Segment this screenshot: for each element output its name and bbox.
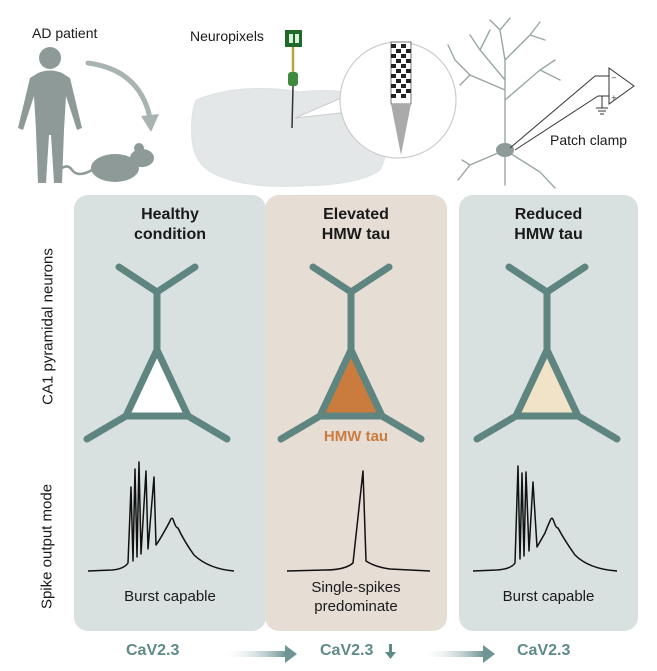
panel-title-line2: condition: [134, 226, 206, 243]
panel-reduced: Reduced HMW tau Burst capable: [459, 195, 638, 631]
human-silhouette-icon: [18, 47, 82, 183]
panel-title: Healthy condition: [74, 205, 266, 245]
panel-title-line1: Elevated: [323, 206, 389, 223]
panel-title: Reduced HMW tau: [459, 205, 638, 245]
neuropixels-label: Neuropixels: [190, 28, 264, 44]
panel-healthy: Healthy condition Burst capable: [74, 195, 266, 631]
output-line2: predominate: [314, 598, 398, 615]
cav-label-2: CaV2.3: [320, 642, 374, 659]
ad-patient-label: AD patient: [32, 25, 98, 41]
panel-title-line2: HMW tau: [514, 226, 583, 243]
svg-text:+: +: [611, 94, 617, 102]
soma-elevated: [316, 346, 386, 420]
hmw-tau-label: HMW tau: [323, 428, 389, 445]
output-line1: Single-spikes: [311, 579, 401, 596]
soma-reduced: [512, 346, 582, 420]
patch-clamp-amplifier-icon: [509, 67, 635, 151]
spike-mode-axis-label: Spike output mode: [38, 483, 56, 610]
output-label: Single-spikes predominate: [265, 578, 447, 616]
neuron-drawing: [447, 17, 561, 189]
output-line1: Burst capable: [502, 588, 595, 605]
cav-label-1: CaV2.3: [126, 642, 180, 659]
cav-label-3: CaV2.3: [517, 642, 571, 659]
mouse-icon: [61, 143, 154, 182]
trace-burst: [87, 461, 235, 572]
output-label: Burst capable: [74, 587, 266, 606]
probe-shank-detail: [390, 41, 412, 155]
neurons-axis-label: CA1 pyramidal neurons: [39, 248, 57, 405]
panel-elevated: Elevated HMW tau HMW tau Single-spikes p…: [265, 195, 447, 631]
soma-healthy: [122, 346, 192, 420]
output-line1: Burst capable: [124, 588, 216, 605]
neuropixels-probe-icon: [285, 30, 302, 129]
patch-clamp-label: Patch clamp: [550, 132, 628, 148]
neuron-diagram-healthy: [83, 263, 235, 572]
panel-title: Elevated HMW tau: [265, 205, 447, 245]
panel-title-line2: HMW tau: [321, 226, 391, 243]
trace-burst: [472, 465, 618, 572]
output-label: Burst capable: [459, 587, 638, 606]
panel-title-line1: Reduced: [514, 206, 583, 223]
trace-single-spike: [286, 470, 431, 572]
transfer-arrow: [85, 60, 153, 121]
neuron-diagram-reduced: [472, 263, 621, 572]
transfer-arrowhead: [141, 114, 159, 132]
neuron-diagram-elevated: [277, 263, 431, 572]
svg-text:−: −: [611, 74, 617, 82]
panel-title-line1: Healthy: [141, 206, 199, 223]
